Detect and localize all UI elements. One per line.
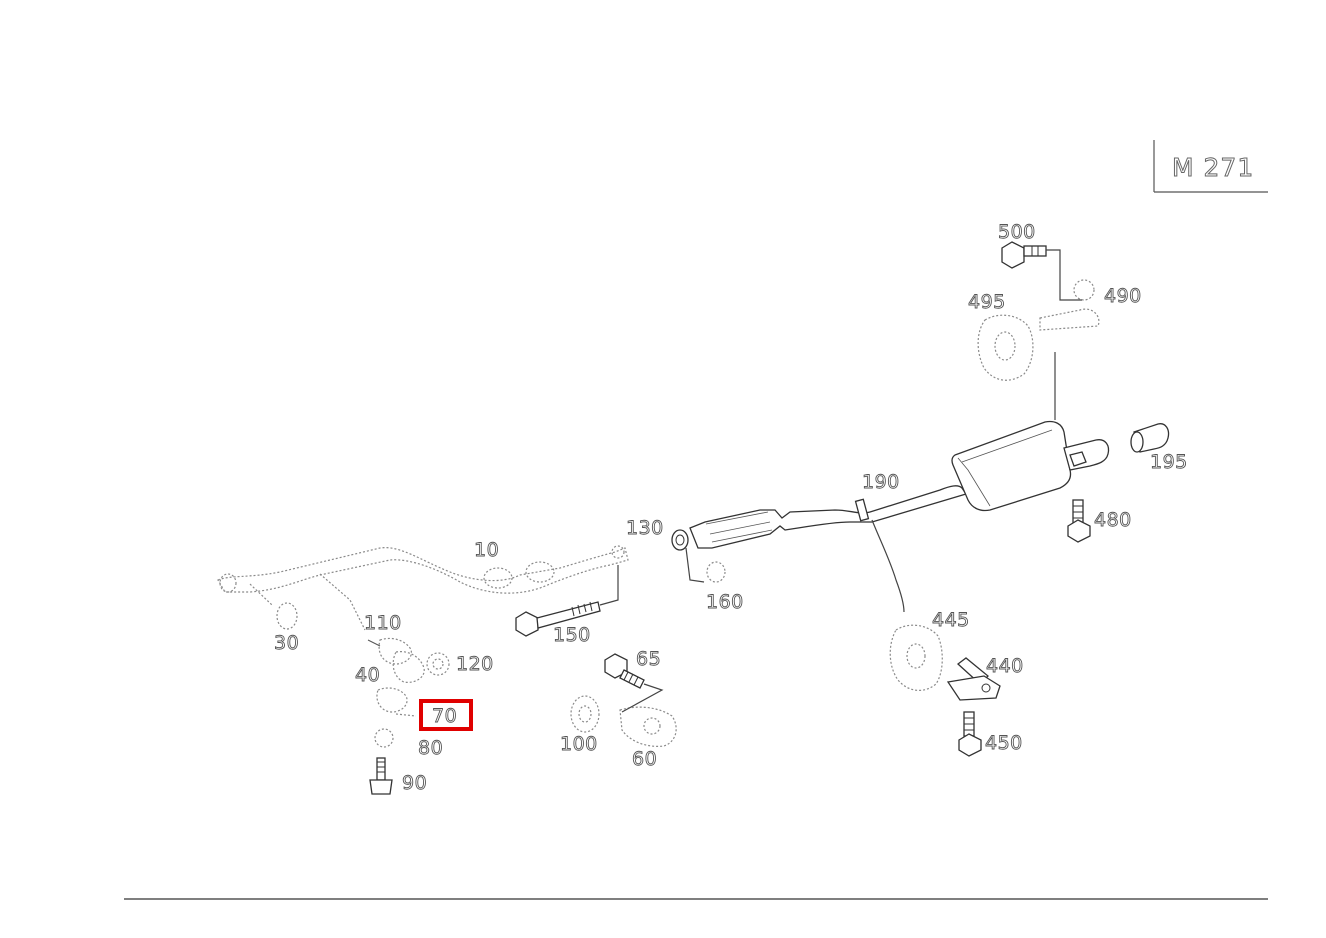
bolt-65 — [604, 653, 664, 713]
mount-parts-ghost — [374, 637, 450, 748]
tail-pipe-195 — [1130, 423, 1170, 453]
gasket-160 — [671, 529, 726, 583]
bracket-60-ghost — [570, 695, 677, 747]
bolt-90 — [369, 757, 393, 795]
part-label-110[interactable]: 110 — [364, 612, 402, 635]
bolt-480 — [1067, 499, 1091, 543]
part-label-10[interactable]: 10 — [474, 539, 500, 562]
bolt-150 — [515, 565, 619, 637]
pipe-190 — [689, 485, 968, 613]
selected-part-highlight — [419, 699, 473, 731]
part-label-70[interactable]: 70 — [432, 705, 458, 728]
part-label-190[interactable]: 190 — [862, 471, 900, 494]
model-code-label: M 271 — [1172, 153, 1254, 182]
bracket-440 — [946, 657, 1001, 701]
part-label-80[interactable]: 80 — [418, 737, 444, 760]
subframe-ghost — [217, 545, 629, 631]
hanger-445 — [889, 624, 943, 691]
part-label-500[interactable]: 500 — [998, 221, 1036, 244]
model-code-box: M 271 — [1153, 140, 1268, 193]
part-label-65[interactable]: 65 — [636, 648, 662, 671]
part-label-195[interactable]: 195 — [1150, 451, 1188, 474]
bolt-450 — [958, 711, 982, 757]
hanger-upper — [977, 241, 1100, 381]
part-label-495[interactable]: 495 — [968, 291, 1006, 314]
part-label-40[interactable]: 40 — [355, 664, 381, 687]
part-label-490[interactable]: 490 — [1104, 285, 1142, 308]
part-label-30[interactable]: 30 — [274, 632, 300, 655]
part-label-450[interactable]: 450 — [985, 732, 1023, 755]
part-label-120[interactable]: 120 — [456, 653, 494, 676]
part-label-60[interactable]: 60 — [632, 748, 658, 771]
part-label-100[interactable]: 100 — [560, 733, 598, 756]
part-label-130[interactable]: 130 — [626, 517, 664, 540]
part-label-440[interactable]: 440 — [986, 655, 1024, 678]
part-label-90[interactable]: 90 — [402, 772, 428, 795]
label-leaders — [367, 639, 381, 647]
rear-muffler — [951, 352, 1110, 512]
part-label-160[interactable]: 160 — [706, 591, 744, 614]
part-label-480[interactable]: 480 — [1094, 509, 1132, 532]
part-label-150[interactable]: 150 — [553, 624, 591, 647]
part-label-445[interactable]: 445 — [932, 609, 970, 632]
